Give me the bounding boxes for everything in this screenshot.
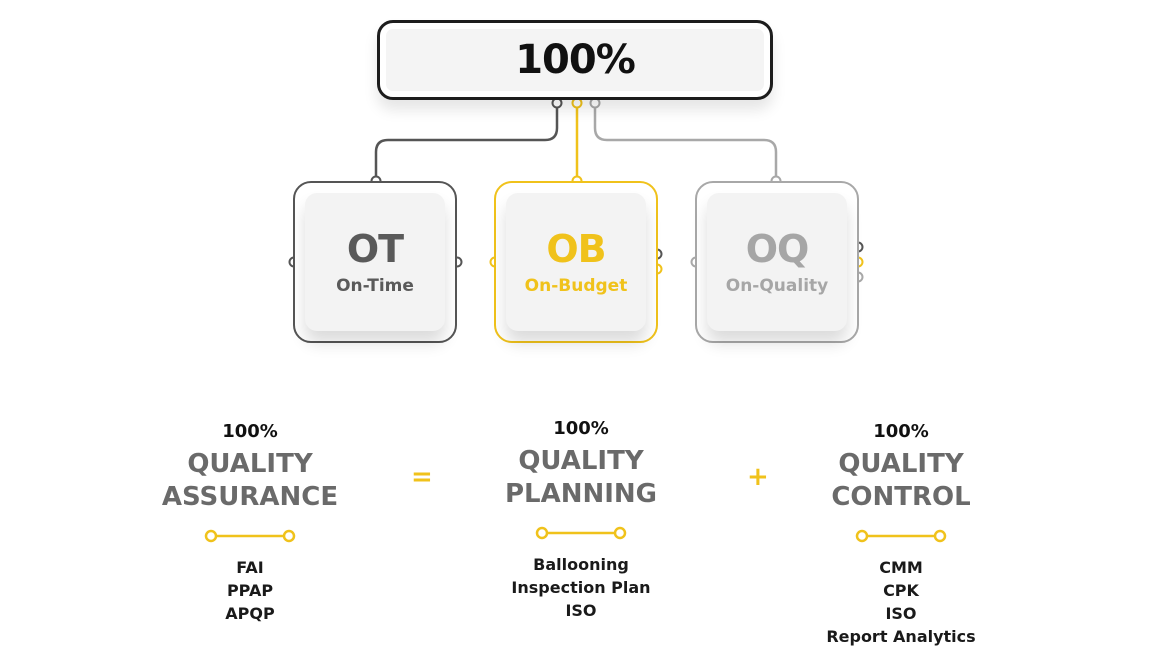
column-percent: 100% [873,421,929,442]
list-item: APQP [225,604,275,623]
column-quality-control: 100% QUALITY CONTROL CMM CPK ISO Report … [771,421,1031,648]
column-title-line2: CONTROL [831,482,971,512]
list-item: Report Analytics [826,627,976,646]
card-label: On-Time [336,276,414,296]
connector-icon [204,529,296,543]
card-label: On-Quality [725,276,829,296]
column-quality-planning: 100% QUALITY PLANNING Ballooning Inspect… [451,418,711,622]
card-on-quality: OQ On-Quality [695,181,859,343]
line-to-oq [593,103,778,181]
list-item: CPK [883,581,919,600]
list-item: ISO [885,604,917,623]
card-on-budget: OB On-Budget [494,181,658,343]
list-item: PPAP [226,581,274,600]
column-title-line2: PLANNING [504,479,658,509]
card-abbr: OQ [745,227,810,271]
column-percent: 100% [553,418,609,439]
column-quality-assurance: 100% QUALITY ASSURANCE FAI PPAP APQP [120,421,380,625]
connector-icon [535,526,627,540]
column-percent: 100% [222,421,278,442]
list-item: ISO [565,601,597,620]
total-box: 100% [377,20,773,100]
list-item: FAI [236,558,264,577]
list-item: CMM [879,558,923,577]
line-to-ot [374,103,559,181]
list-item: Inspection Plan [511,578,651,597]
column-title-line1: QUALITY [187,449,313,479]
card-abbr: OB [546,227,606,271]
connector-icon [855,529,947,543]
card-label: On-Budget [524,276,628,296]
card-on-time: OT On-Time [293,181,457,343]
equals-sign: = [411,462,433,492]
column-title-line1: QUALITY [838,449,964,479]
column-title-line1: QUALITY [518,446,644,476]
plus-sign: + [747,462,769,492]
card-abbr: OT [346,227,404,271]
total-value: 100% [515,37,636,83]
list-item: Ballooning [533,555,629,574]
column-title-line2: ASSURANCE [161,482,339,512]
